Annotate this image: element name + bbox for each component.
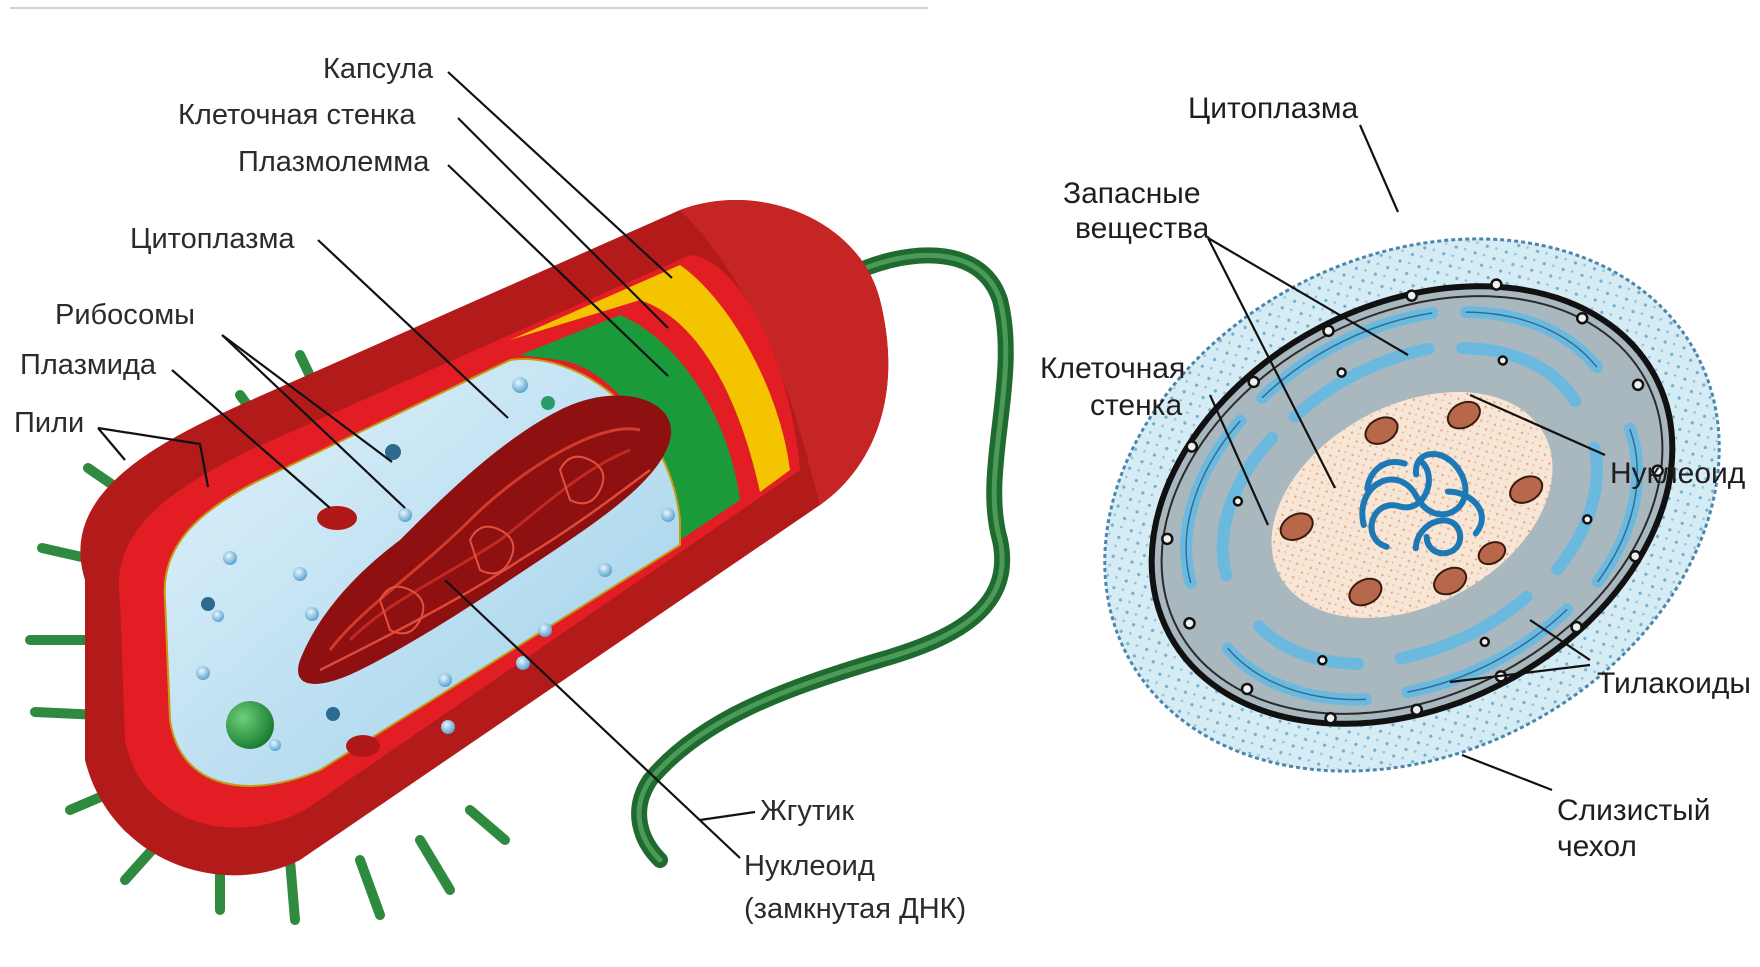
plasmid bbox=[317, 506, 357, 530]
label-nucleoid: Нуклеоид bbox=[744, 850, 875, 882]
label-cyano-cytoplasm: Цитоплазма bbox=[1188, 92, 1359, 125]
label-reserve-2: вещества bbox=[1075, 212, 1210, 245]
label-sheath-2: чехол bbox=[1557, 830, 1637, 863]
plasmid-2 bbox=[346, 735, 380, 757]
label-cyano-wall-1: Клеточная bbox=[1040, 352, 1185, 385]
storage-granule bbox=[226, 701, 274, 749]
cyanobacterium-diagram bbox=[1011, 135, 1760, 875]
label-cell-wall: Клеточная стенка bbox=[178, 99, 416, 131]
label-pili: Пили bbox=[14, 407, 84, 439]
label-ribosomes: Рибосомы bbox=[55, 299, 195, 331]
label-nucleoid-sub: (замкнутая ДНК) bbox=[744, 893, 966, 925]
bacterium-diagram: Капсула Клеточная стенка Плазмолемма Цит… bbox=[14, 53, 1006, 925]
label-flagellum: Жгутик bbox=[760, 795, 854, 827]
label-capsule: Капсула bbox=[323, 53, 434, 85]
label-sheath-1: Слизистый bbox=[1557, 794, 1711, 827]
label-cytoplasm: Цитоплазма bbox=[130, 223, 295, 255]
label-reserve-1: Запасные bbox=[1063, 177, 1201, 210]
label-cyano-wall-2: стенка bbox=[1090, 389, 1182, 422]
label-plasmid: Плазмида bbox=[20, 349, 157, 381]
label-plasmolemma: Плазмолемма bbox=[238, 146, 430, 178]
label-cyano-nucleoid: Нуклеоид bbox=[1610, 457, 1745, 490]
label-thylakoids: Тилакоиды bbox=[1597, 667, 1751, 700]
